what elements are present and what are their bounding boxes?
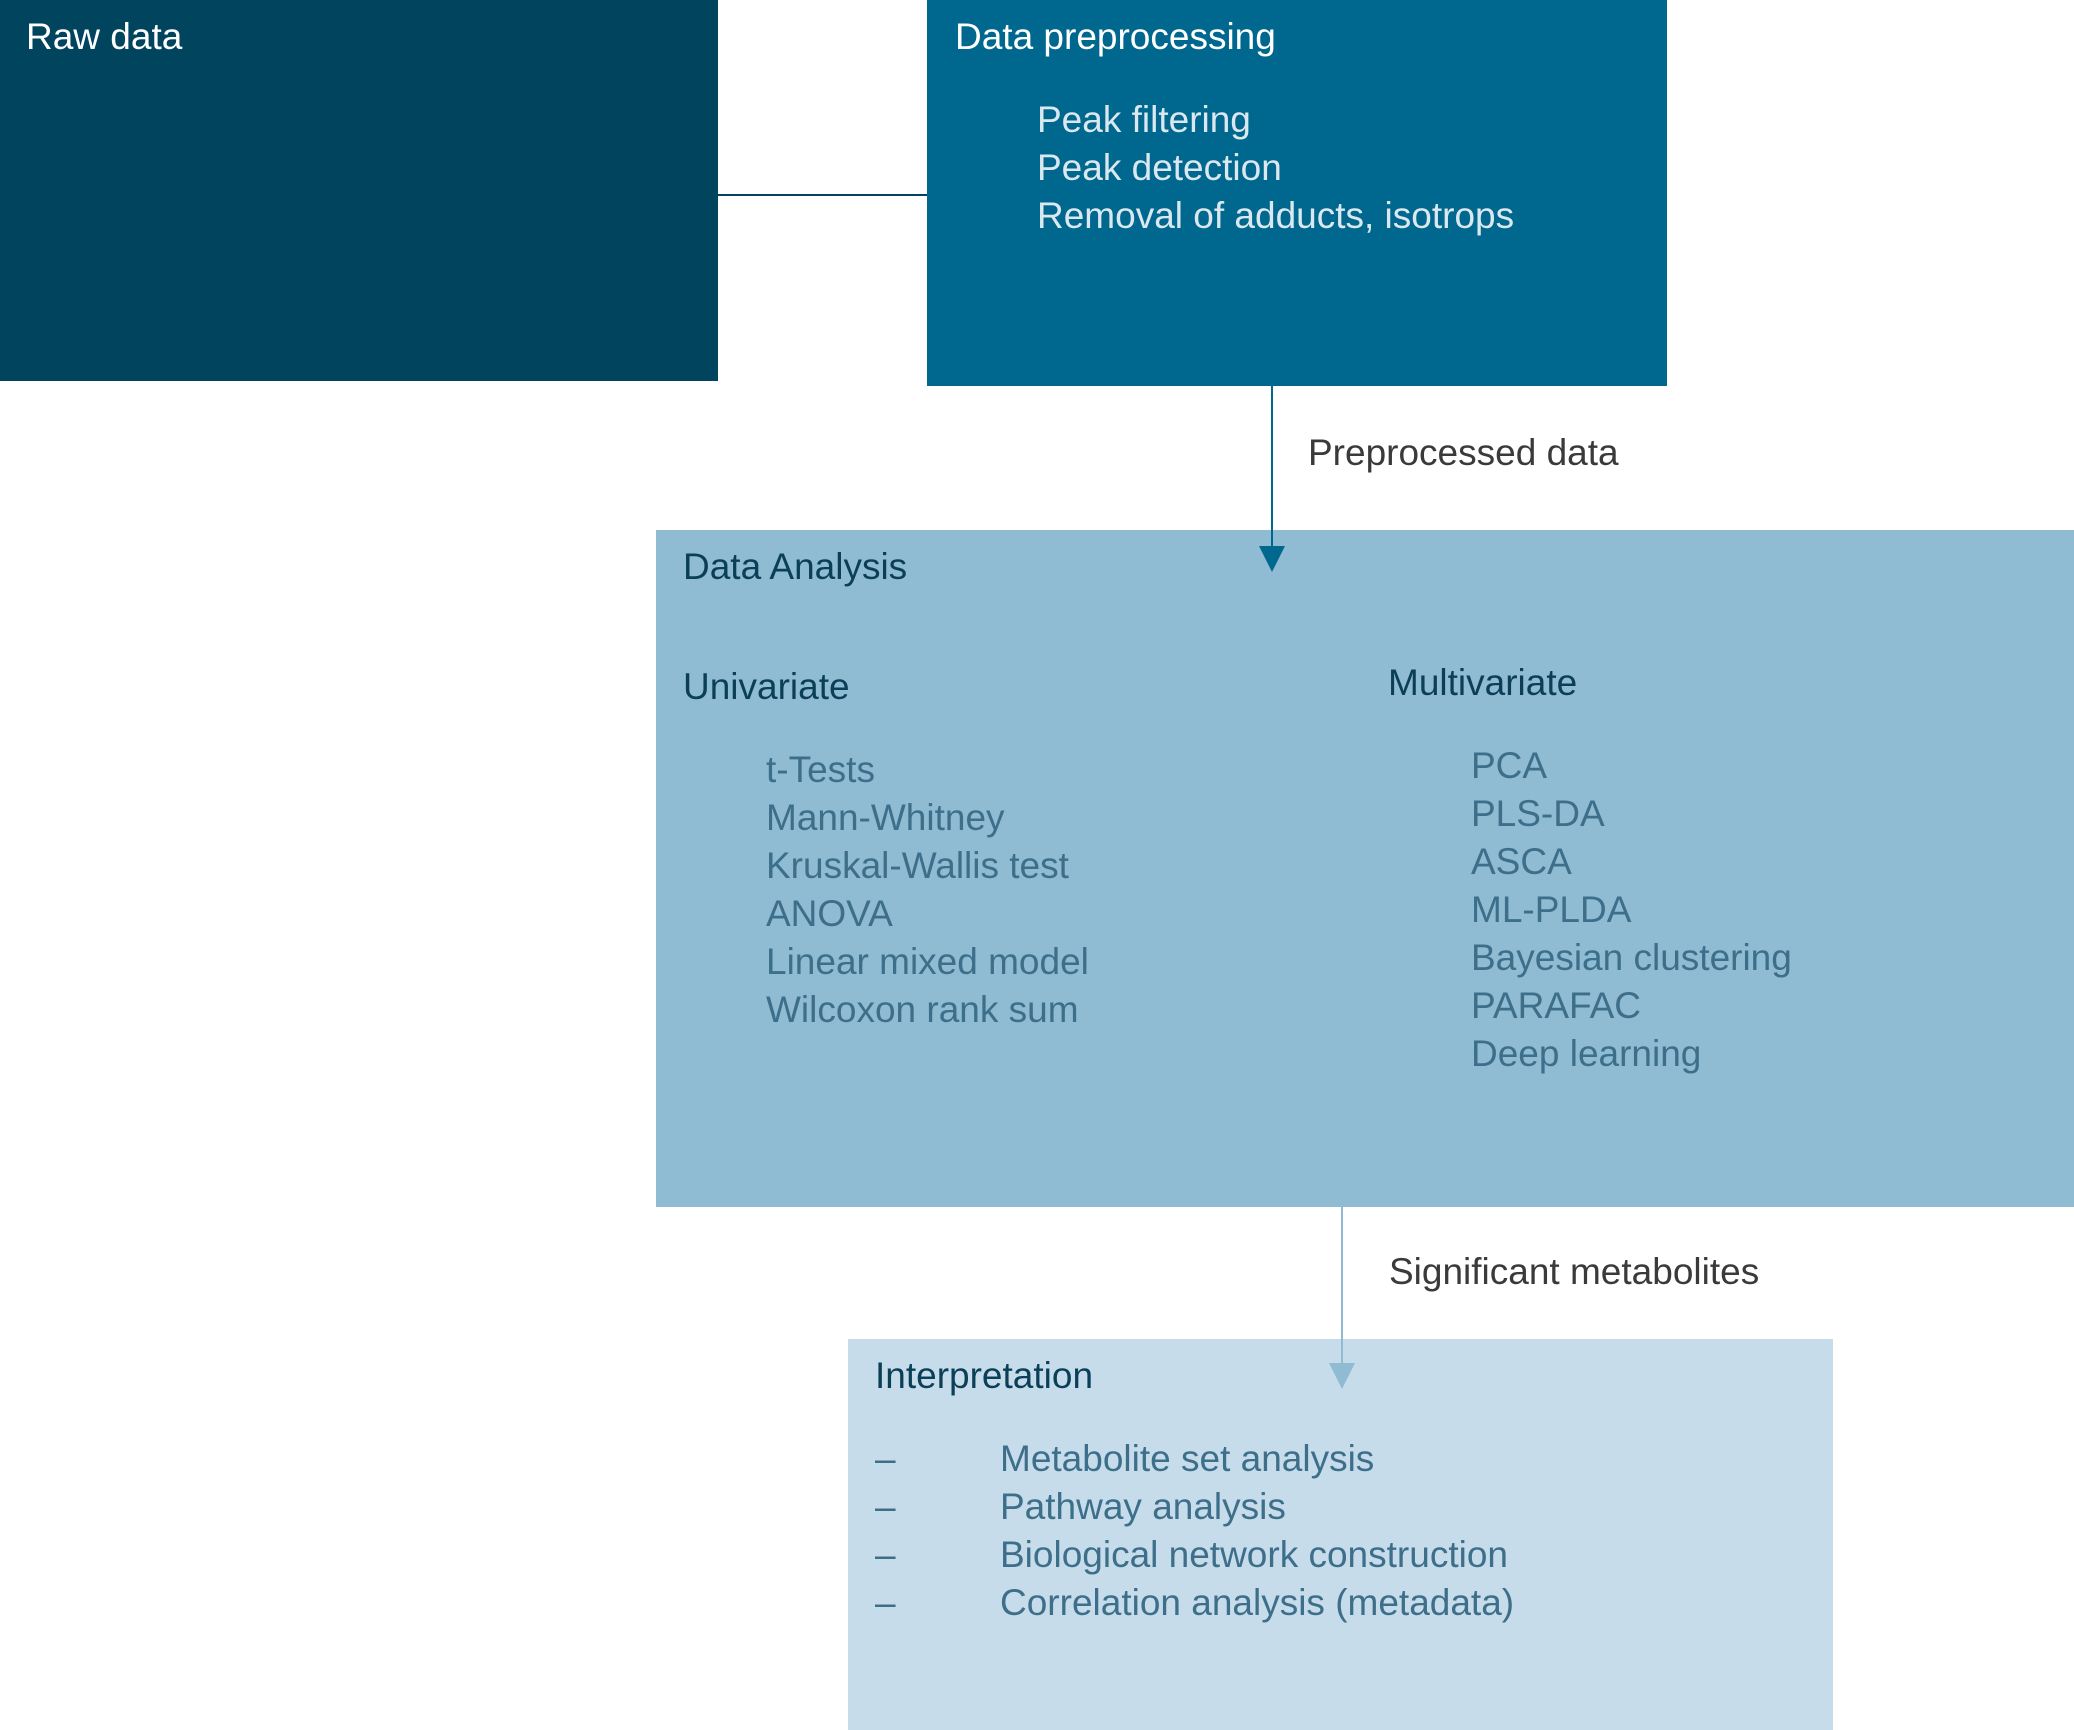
interpretation-title: Interpretation xyxy=(875,1355,1094,1396)
preprocessing-step: Removal of adducts, isotrops xyxy=(1037,195,1515,236)
interpretation-list: – Metabolite set analysis – Pathway analys… xyxy=(875,1435,1514,1627)
univariate-methods-list: t-Tests Mann-Whitney Kruskal-Wallis test… xyxy=(766,746,1089,1034)
interpretation-item-label: Pathway analysis xyxy=(1000,1486,1286,1527)
multivariate-method: Bayesian clustering xyxy=(1471,937,1792,978)
univariate-method: t-Tests xyxy=(766,749,875,790)
univariate-method: Mann-Whitney xyxy=(766,797,1005,838)
interpretation-item: – Pathway analysis xyxy=(875,1483,1514,1531)
data-preprocessing-title: Data preprocessing xyxy=(955,16,1276,57)
univariate-method: Kruskal-Wallis test xyxy=(766,845,1069,886)
interpretation-item-label: Correlation analysis (metadata) xyxy=(1000,1582,1515,1623)
bullet-dash: – xyxy=(875,1534,896,1575)
data-preprocessing-box: Data preprocessing Peak filtering Peak d… xyxy=(927,0,1667,386)
interpretation-item-label: Metabolite set analysis xyxy=(1000,1438,1375,1479)
bullet-dash: – xyxy=(875,1486,896,1527)
interpretation-item: – Biological network construction xyxy=(875,1531,1514,1579)
preprocessed-data-label: Preprocessed data xyxy=(1308,432,1619,473)
multivariate-method: Deep learning xyxy=(1471,1033,1702,1074)
interpretation-box: Interpretation – Metabolite set analysis … xyxy=(848,1339,1833,1730)
interpretation-item: – Metabolite set analysis xyxy=(875,1435,1514,1483)
bullet-dash: – xyxy=(875,1582,896,1623)
multivariate-method: PLS-DA xyxy=(1471,793,1605,834)
raw-data-title: Raw data xyxy=(26,16,183,57)
interpretation-item-label: Biological network construction xyxy=(1000,1534,1508,1575)
multivariate-method: PCA xyxy=(1471,745,1548,786)
multivariate-methods-list: PCA PLS-DA ASCA ML-PLDA Bayesian cluster… xyxy=(1471,742,1792,1078)
interpretation-item: – Correlation analysis (metadata) xyxy=(875,1579,1514,1627)
univariate-method: Linear mixed model xyxy=(766,941,1089,982)
multivariate-method: ASCA xyxy=(1471,841,1572,882)
multivariate-method: ML-PLDA xyxy=(1471,889,1632,930)
multivariate-method: PARAFAC xyxy=(1471,985,1641,1026)
preprocessing-steps-list: Peak filtering Peak detection Removal of… xyxy=(1037,96,1514,240)
raw-data-box: Raw data xyxy=(0,0,718,381)
multivariate-heading: Multivariate xyxy=(1388,662,1578,703)
univariate-method: Wilcoxon rank sum xyxy=(766,989,1079,1030)
preprocessing-step: Peak filtering xyxy=(1037,99,1251,140)
univariate-method: ANOVA xyxy=(766,893,893,934)
significant-metabolites-label: Significant metabolites xyxy=(1389,1251,1760,1292)
data-analysis-title: Data Analysis xyxy=(683,546,908,587)
preprocessing-step: Peak detection xyxy=(1037,147,1282,188)
univariate-heading: Univariate xyxy=(683,666,850,707)
bullet-dash: – xyxy=(875,1438,896,1479)
data-analysis-box: Data Analysis Univariate t-Tests Mann-Wh… xyxy=(656,530,2074,1207)
